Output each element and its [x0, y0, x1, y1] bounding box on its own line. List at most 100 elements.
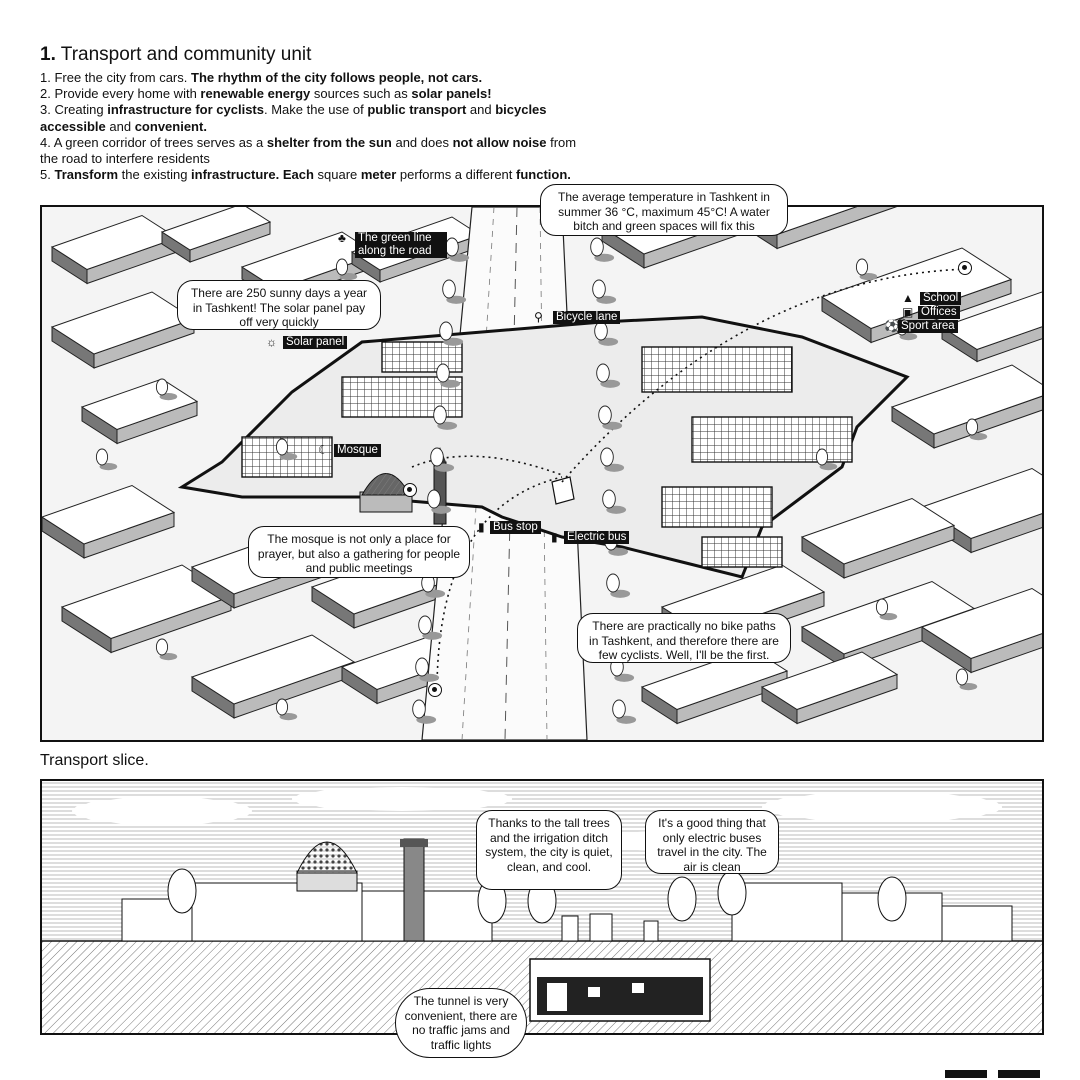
location-pin	[428, 683, 442, 697]
crescent-icon: ☾	[318, 443, 329, 457]
building-block	[60, 564, 233, 654]
tree	[955, 668, 978, 691]
mosque-building	[359, 447, 447, 525]
city-blocks	[42, 207, 1042, 725]
location-pin	[403, 483, 417, 497]
clouds	[72, 787, 1002, 851]
building-block	[890, 364, 1042, 449]
section-tree	[717, 870, 747, 916]
street-section	[561, 913, 659, 942]
tree	[155, 378, 178, 401]
transport-slice-drawing	[40, 779, 1044, 1035]
tunnel-section	[529, 958, 711, 1022]
tree	[275, 698, 298, 721]
tree	[275, 438, 298, 461]
tree	[427, 489, 452, 514]
tree	[592, 279, 617, 304]
bubble-tunnel: The tunnel is very convenient, there are…	[395, 988, 527, 1058]
section-tree	[667, 876, 697, 922]
building-block	[760, 651, 899, 725]
building-block	[50, 291, 196, 369]
bubble-temperature: The average temperature in Tashkent in s…	[540, 184, 788, 236]
bubble-sunny-days: There are 250 sunny days a year in Tashk…	[177, 280, 381, 330]
solar-roof	[641, 346, 793, 393]
bubble-mosque: The mosque is not only a place for praye…	[248, 526, 470, 578]
electric-bus-drawing	[551, 476, 575, 505]
briefcase-icon: ▣	[902, 305, 914, 319]
tree	[598, 405, 623, 430]
tree	[602, 489, 627, 514]
tree	[815, 448, 838, 471]
label-sport-area: Sport area	[898, 320, 958, 333]
tree	[436, 363, 461, 388]
page-title: 1. Transport and community unit	[40, 44, 311, 66]
title-number: 1.	[40, 44, 56, 65]
label-electric-bus: Electric bus	[564, 531, 630, 544]
page-indicator	[945, 1070, 987, 1078]
label-bus-stop: Bus stop	[490, 521, 541, 534]
intro-item: 3. Creating infrastructure for cyclists.…	[40, 102, 547, 134]
buildings-left	[121, 882, 493, 942]
tree	[965, 418, 988, 441]
tree	[855, 258, 878, 281]
label-school: School	[920, 292, 962, 305]
tree	[155, 638, 178, 661]
tree	[415, 657, 440, 682]
tree-icon: ♣	[338, 231, 346, 245]
intro-item: 5. Transform the existing infrastructure…	[40, 167, 571, 183]
solar-roof	[661, 486, 773, 528]
tree	[335, 258, 358, 281]
intro-item: 1. Free the city from cars. The rhythm o…	[40, 70, 483, 85]
tree	[875, 598, 898, 621]
intro-item: 2. Provide every home with renewable ene…	[40, 86, 492, 102]
title-text: Transport and community unit	[60, 44, 312, 65]
tree	[412, 699, 437, 724]
section-tree	[877, 876, 907, 922]
tree	[430, 447, 455, 472]
solar-roof	[381, 341, 463, 373]
label-offices: Offices	[918, 306, 960, 319]
bubble-bike-paths: There are practically no bike paths in T…	[577, 613, 791, 663]
page-indicator	[998, 1070, 1040, 1078]
building-block	[42, 484, 176, 559]
section-title: Transport slice.	[40, 752, 149, 769]
building-block	[920, 587, 1042, 674]
bubble-electric-buses: It's a good thing that only electric bus…	[645, 810, 779, 874]
graduation-cap-icon: ▲	[902, 291, 914, 305]
tree	[442, 279, 467, 304]
intro-item: 4. A green corridor of trees serves as a…	[40, 134, 577, 167]
building-block	[160, 207, 272, 263]
bicycle-icon: ⚲	[534, 310, 543, 324]
bus-icon: ▮	[478, 520, 485, 534]
solar-roof	[691, 416, 853, 463]
tree	[95, 448, 118, 471]
mosque-section	[296, 838, 428, 942]
tree	[600, 447, 625, 472]
intro-list: 1. Free the city from cars. The rhythm o…	[40, 70, 580, 183]
building-block	[940, 291, 1042, 363]
label-green-line: The green line along the road	[355, 232, 447, 258]
tree	[596, 363, 621, 388]
bus-icon: ▮	[551, 530, 558, 544]
label-solar-panel: Solar panel	[283, 336, 348, 349]
solar-roof	[701, 536, 783, 568]
label-bicycle-lane: Bicycle lane	[553, 311, 621, 324]
location-pin	[958, 261, 972, 275]
community-unit	[177, 315, 910, 579]
bubble-trees: Thanks to the tall trees and the irrigat…	[476, 810, 622, 890]
building-block	[190, 634, 356, 719]
tree	[594, 321, 619, 346]
solar-panel-icon: ☼	[266, 335, 277, 349]
tree	[612, 699, 637, 724]
section-tree	[167, 868, 197, 914]
soccer-ball-icon: ⚽	[884, 319, 899, 333]
building-block	[80, 378, 199, 445]
tree	[418, 615, 443, 640]
section-illustration	[42, 781, 1042, 1033]
label-mosque: Mosque	[334, 444, 381, 457]
building-block	[800, 497, 956, 579]
tree	[433, 405, 458, 430]
tree	[590, 237, 615, 262]
tree	[439, 321, 464, 346]
tree	[606, 573, 631, 598]
